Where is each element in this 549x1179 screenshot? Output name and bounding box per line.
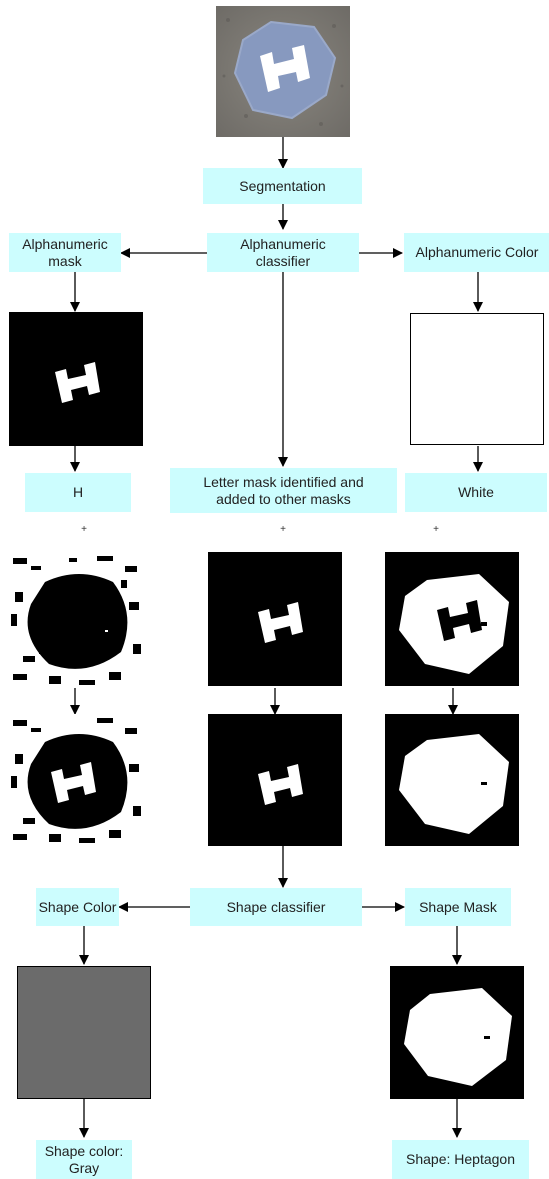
gray-color-swatch [17,966,151,1099]
plus-sign-right: + [433,524,439,535]
alphanumeric-classifier-box: Alphanumeric classifier [207,233,359,272]
shape-color-label: Shape Color [38,898,117,915]
shape-color-result-label: Shape color: Gray [44,1142,124,1176]
alphanumeric-mask-box: Alphanumeric mask [9,233,121,272]
plus-sign-center: + [280,524,286,535]
segmentation-box: Segmentation [203,168,362,204]
shape-mask-label: Shape Mask [419,898,497,915]
shape-result-label: Shape: Heptagon [406,1151,515,1167]
letter-mask-image [208,552,342,686]
alphanumeric-color-swatch [410,313,544,445]
alphanumeric-mask-label: Alphanumeric mask [22,235,108,269]
alphanumeric-color-box: Alphanumeric Color [404,233,549,272]
letter-result-box: H [25,473,131,512]
letter-mask-note-box: Letter mask identified and added to othe… [170,468,397,513]
background-mask-image [9,552,143,688]
filled-shape-mask-image [385,714,519,846]
shape-color-box: Shape Color [36,888,119,926]
shape-classifier-label: Shape classifier [226,898,326,915]
final-shape-mask-image [390,966,524,1099]
plus-sign-left: + [81,524,87,535]
alphanumeric-mask-image [9,312,143,446]
alphanumeric-classifier-label: Alphanumeric classifier [240,235,326,269]
input-photo-heptagon-target [216,6,350,137]
letter-mask-note-label: Letter mask identified and added to othe… [203,473,364,507]
color-result-label: White [458,484,494,500]
shape-hole-mask-image [385,552,519,686]
segmentation-label: Segmentation [239,177,326,194]
shape-classifier-box: Shape classifier [190,888,362,926]
shape-result-box: Shape: Heptagon [392,1140,529,1179]
color-result-box: White [405,473,547,512]
shape-mask-box: Shape Mask [405,888,511,926]
combined-background-mask-image [9,714,143,846]
letter-result-label: H [72,484,84,500]
shape-color-result-box: Shape color: Gray [36,1140,132,1179]
combined-letter-mask-image [208,714,342,846]
alphanumeric-color-label: Alphanumeric Color [415,244,539,260]
